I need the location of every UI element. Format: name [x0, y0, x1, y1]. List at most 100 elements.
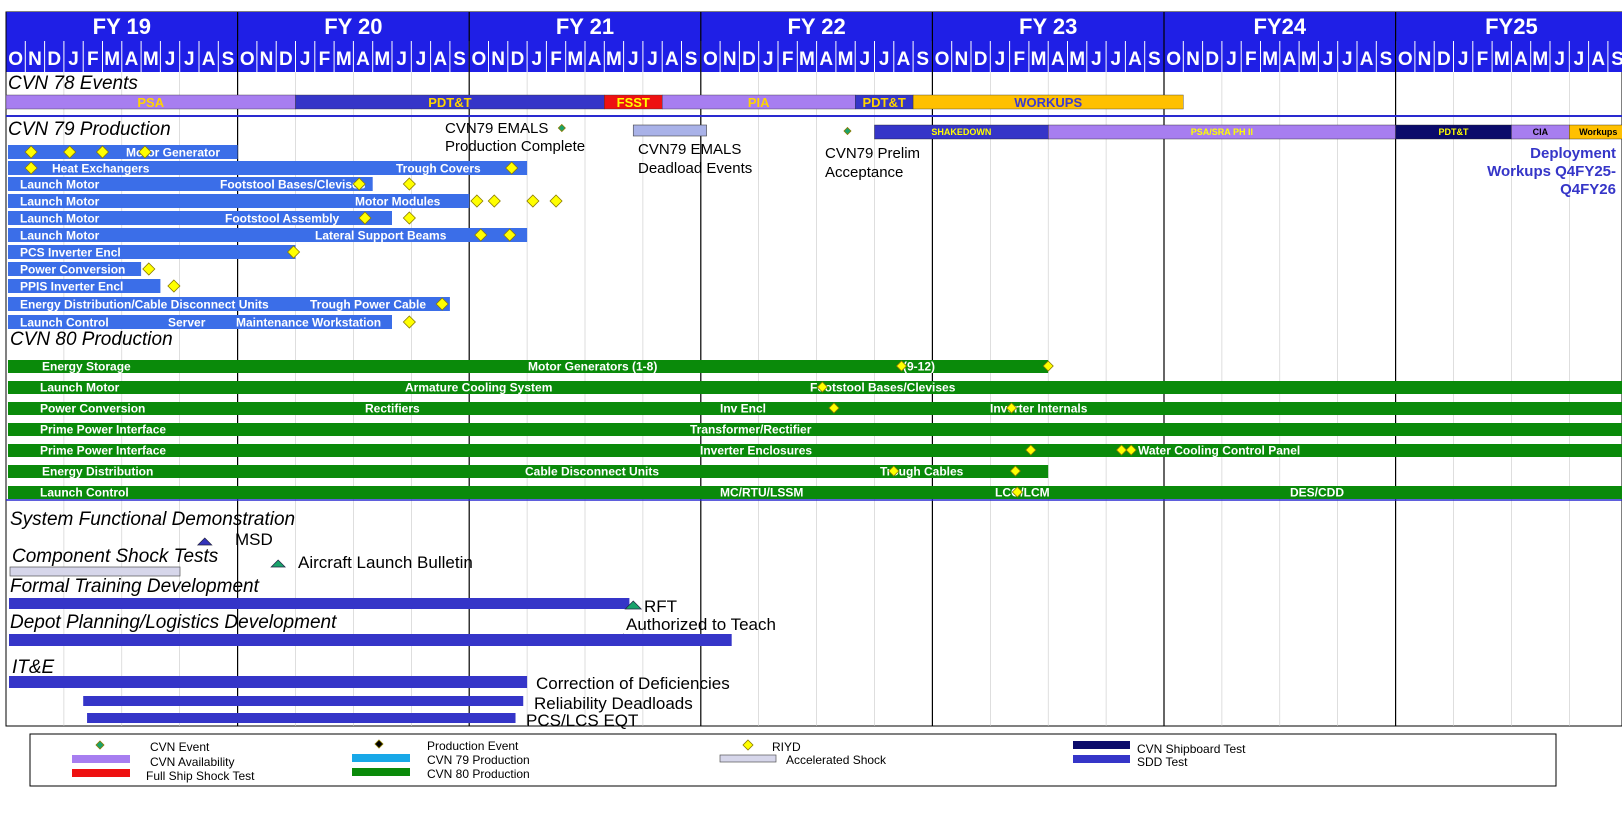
cvn79-production-bar — [8, 211, 392, 225]
cvn80-item-label: Inv Encl — [720, 402, 766, 416]
month-label: M — [1069, 49, 1085, 70]
cvn80-item-label: Water Cooling Control Panel — [1138, 444, 1300, 458]
month-label: M — [104, 49, 120, 70]
riyd-marker — [1115, 444, 1128, 456]
month-label: D — [511, 49, 525, 70]
fy-label: FY 21 — [556, 14, 614, 39]
riyd-marker — [549, 194, 563, 208]
month-label: N — [491, 49, 505, 70]
cvn79-ship-bar-label: Workups — [1579, 127, 1617, 137]
cvn79-ship-bar-label: PSA/SRA PH II — [1191, 127, 1253, 137]
legend-availability-swatch — [72, 755, 130, 763]
month-label: M — [838, 49, 854, 70]
month-label: D — [279, 49, 293, 70]
month-label: J — [995, 49, 1006, 70]
legend-production-event-swatch — [374, 739, 384, 749]
month-label: A — [202, 49, 216, 70]
month-label: A — [1514, 49, 1528, 70]
annotation-text: Reliability Deadloads — [534, 694, 693, 713]
cvn79-item-label: Server — [168, 316, 206, 330]
month-label: J — [165, 49, 176, 70]
month-label: J — [879, 49, 890, 70]
section-cvn80: CVN 80 Production — [10, 329, 173, 350]
cvn79-row-label: Launch Motor — [20, 195, 100, 209]
cvn80-row-label: Prime Power Interface — [40, 423, 166, 437]
month-label: O — [1166, 49, 1181, 70]
month-label: O — [8, 49, 23, 70]
cvn79-item-label: Maintenance Workstation — [236, 316, 381, 330]
cvn79-production-bar — [8, 194, 470, 208]
month-label: D — [742, 49, 756, 70]
cvn79-row-label: PPIS Inverter Encl — [20, 280, 123, 294]
legend-sdd-swatch — [1073, 755, 1130, 763]
month-label: J — [763, 49, 774, 70]
legend-cvn-event-swatch — [95, 740, 105, 750]
cvn80-production-bar — [8, 486, 1622, 499]
riyd-marker — [402, 211, 416, 225]
month-label: F — [1245, 49, 1257, 70]
riyd-marker — [167, 279, 181, 293]
cvn78-bar-label: PSA — [137, 95, 164, 110]
annotation-text: Aircraft Launch Bulletin — [298, 553, 473, 572]
month-label: S — [453, 49, 466, 70]
month-label: A — [1283, 49, 1297, 70]
riyd-marker — [828, 402, 840, 414]
month-label: A — [1051, 49, 1065, 70]
month-label: M — [1532, 49, 1548, 70]
cvn79-item-label: Motor Generator — [126, 146, 220, 160]
accelerated-shock-bar — [9, 566, 181, 577]
cvn80-row-label: Prime Power Interface — [40, 444, 166, 458]
month-label: O — [703, 49, 718, 70]
annotation-text: RFT — [644, 597, 677, 616]
annotation-text: Authorized to Teach — [626, 615, 776, 634]
month-label: M — [1262, 49, 1278, 70]
fy-label: FY 19 — [93, 14, 151, 39]
month-label: M — [567, 49, 583, 70]
cvn79-row-label: PCS Inverter Encl — [20, 246, 121, 260]
ite-bar — [9, 676, 528, 688]
month-label: J — [531, 49, 542, 70]
month-label: A — [588, 49, 602, 70]
legend-label: CVN Event — [150, 740, 210, 754]
riyd-marker — [505, 161, 519, 175]
month-label: O — [935, 49, 950, 70]
riyd-marker — [138, 145, 152, 159]
riyd-marker — [142, 262, 156, 276]
riyd-marker — [1042, 360, 1054, 372]
month-label: J — [647, 49, 658, 70]
month-label: F — [1013, 49, 1025, 70]
deployment-note: Q4FY26 — [1560, 181, 1616, 198]
annotation-text: Acceptance — [825, 164, 903, 181]
fy-header-band — [6, 12, 1622, 41]
msd-triangle — [196, 537, 213, 546]
month-label: F — [782, 49, 794, 70]
cvn80-item-label: MC/RTU/LSSM — [720, 486, 803, 500]
cvn79-item-label: Lateral Support Beams — [315, 229, 447, 243]
riyd-marker — [470, 194, 484, 208]
month-label: J — [396, 49, 407, 70]
annotation-text: Production Complete — [445, 138, 585, 155]
annotation-text: CVN79 EMALS — [445, 120, 548, 137]
cvn80-item-label: Footstool Bases/Clevises — [810, 381, 956, 395]
ftd-bar — [9, 598, 630, 609]
month-label: N — [28, 49, 42, 70]
annotation-text: MSD — [235, 530, 273, 549]
riyd-marker — [1025, 444, 1037, 456]
cvn78-bar-label: PDT&T — [428, 95, 471, 110]
cvn79-ship-bar — [1569, 124, 1622, 140]
riyd-marker — [1125, 444, 1137, 456]
month-label: S — [222, 49, 235, 70]
cvn79-ship-bar-label: CIA — [1533, 127, 1549, 137]
cvn79-row-label: Launch Motor — [20, 229, 100, 243]
depot-bar — [9, 634, 732, 646]
month-label: J — [1226, 49, 1237, 70]
riyd-marker — [503, 228, 517, 242]
month-label: N — [260, 49, 274, 70]
legend-label: CVN Shipboard Test — [1137, 742, 1246, 756]
month-label: M — [1031, 49, 1047, 70]
fy-label: FY25 — [1485, 14, 1538, 39]
cvn80-row-label: Energy Storage — [42, 360, 131, 374]
cvn79-production-bar — [8, 177, 373, 191]
cvn80-production-bar — [8, 402, 1622, 415]
